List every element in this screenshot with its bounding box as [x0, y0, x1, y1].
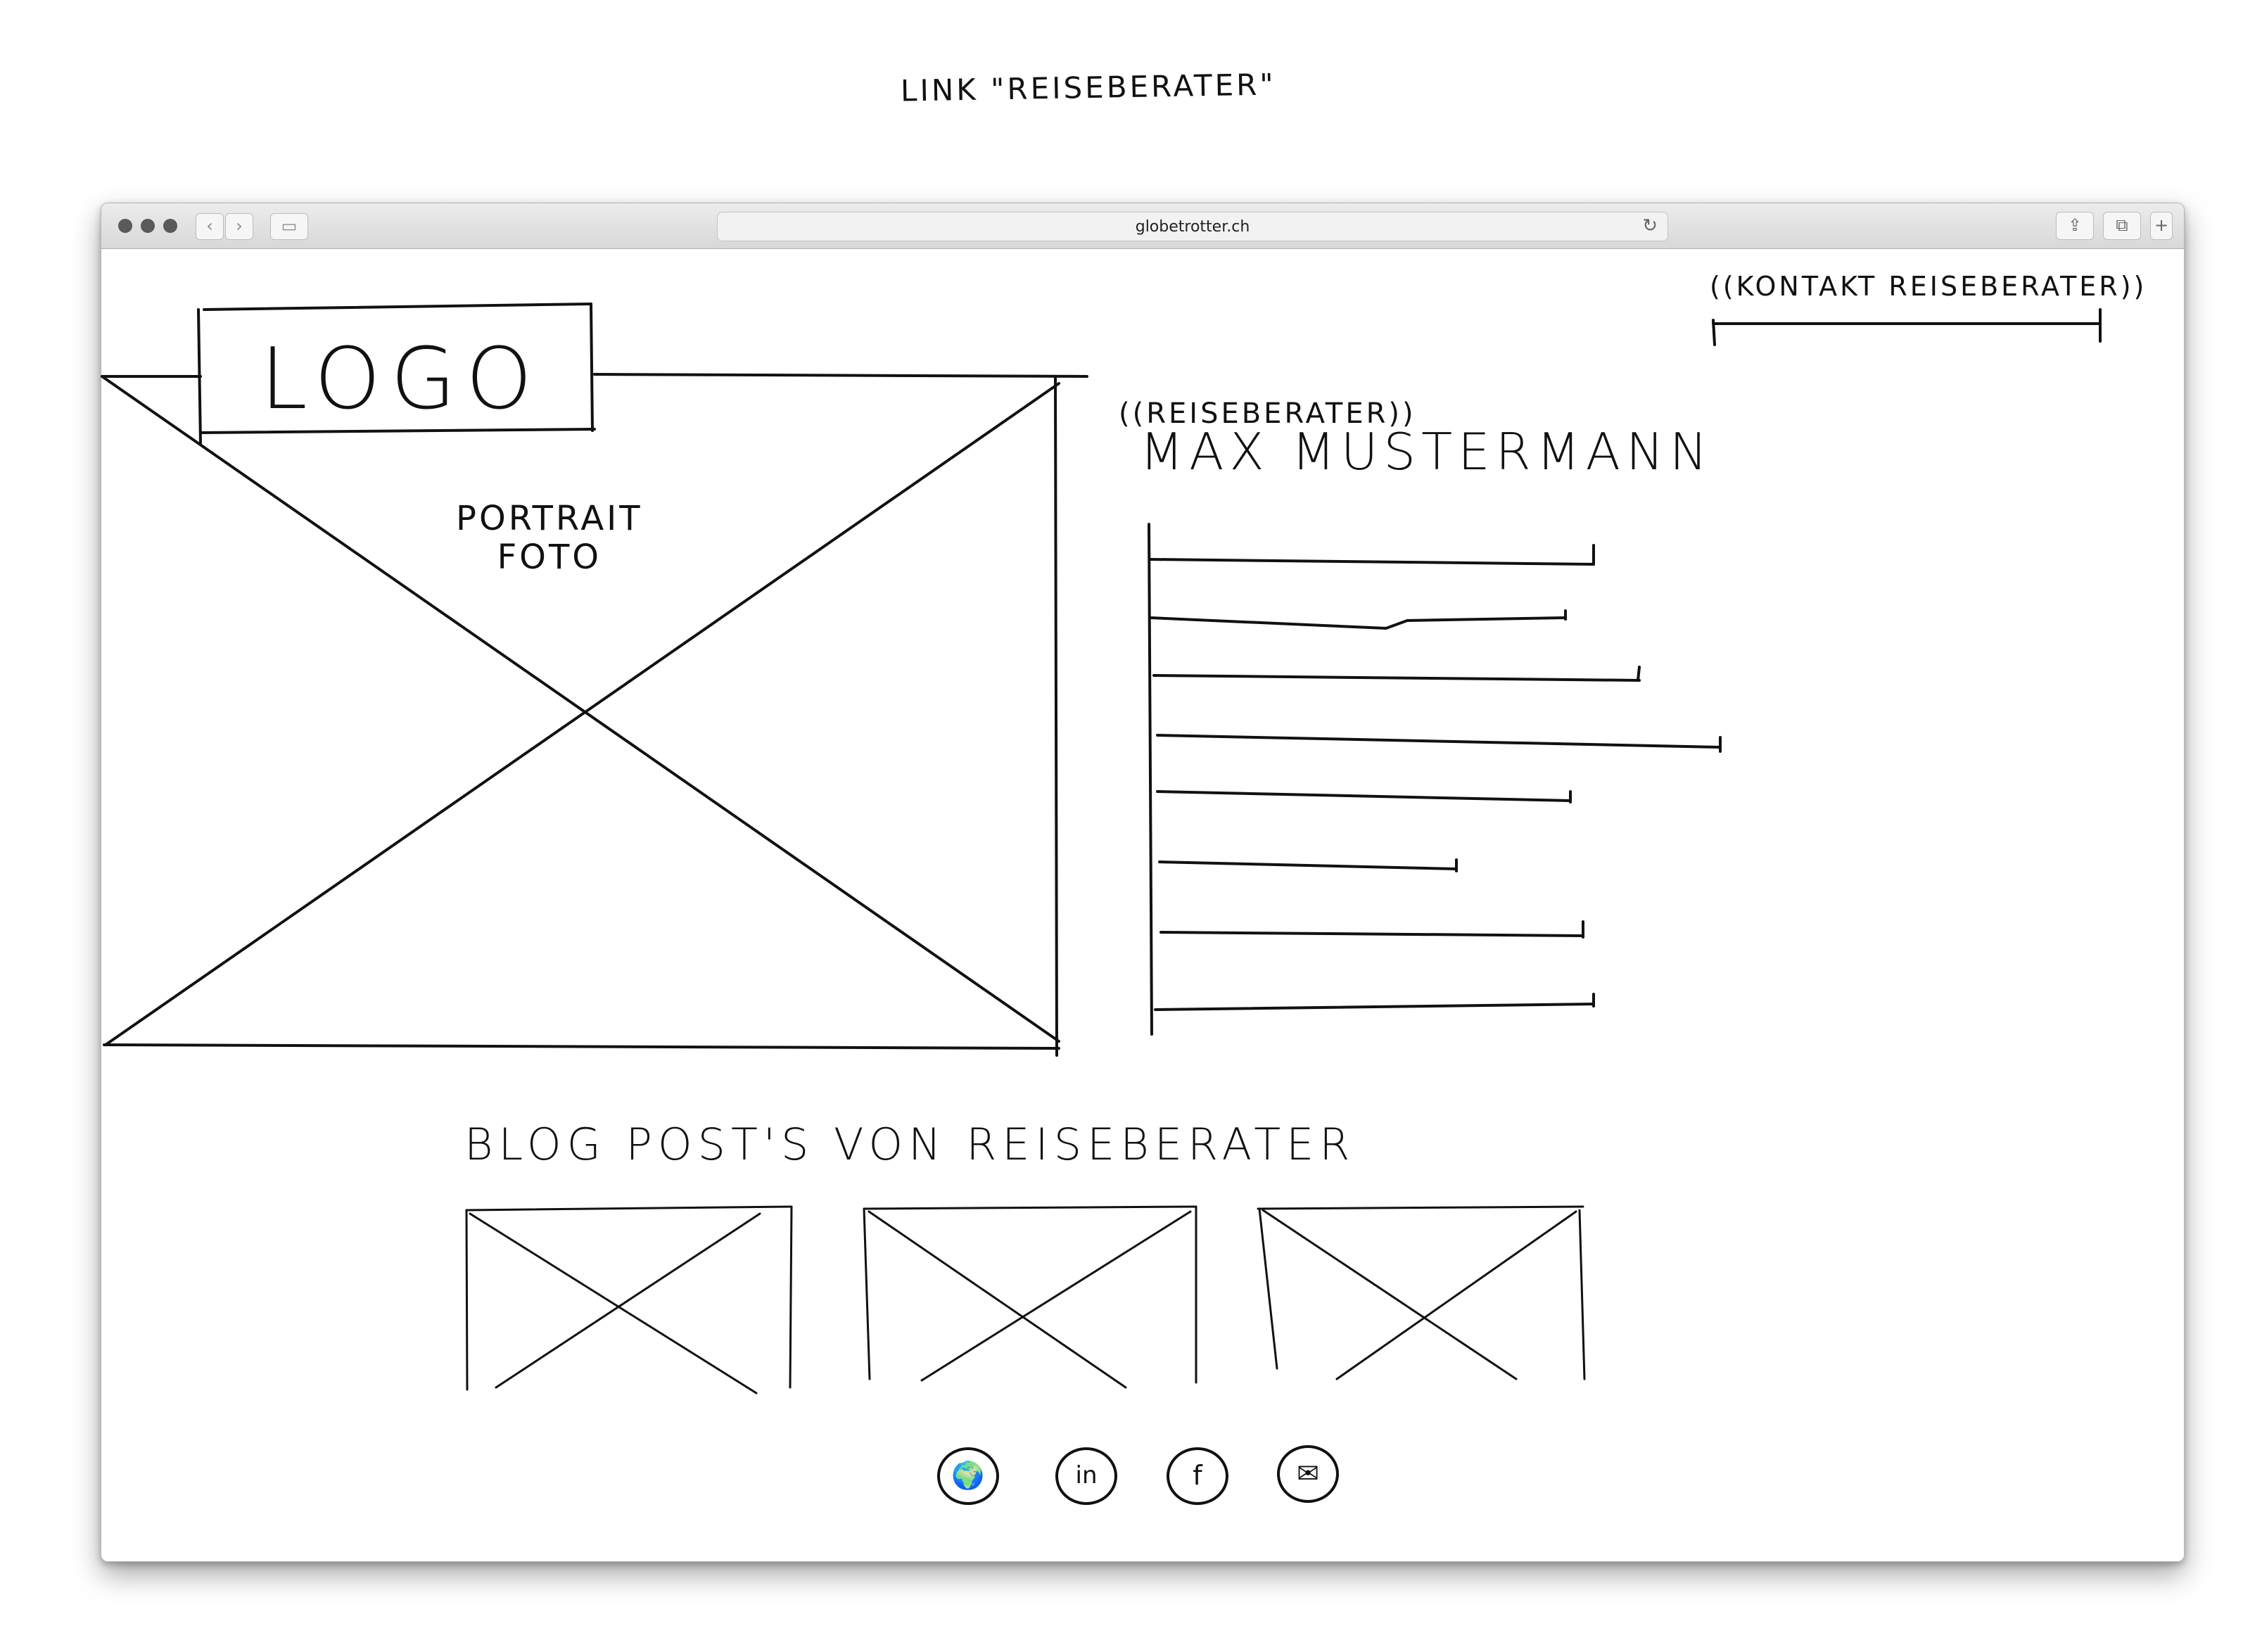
- reload-icon[interactable]: ↻: [1642, 215, 1658, 236]
- window-controls[interactable]: [118, 219, 177, 233]
- minimize-dot-icon[interactable]: [141, 219, 155, 233]
- portrait-label-line1: PORTRAIT: [456, 499, 643, 538]
- forward-button[interactable]: ›: [225, 213, 253, 240]
- linkedin-icon[interactable]: in: [1055, 1447, 1117, 1505]
- browser-toolbar: ‹ › ▭ globetrotter.ch ↻ ⇪ ⧉ +: [101, 203, 2184, 249]
- new-tab-button[interactable]: +: [2150, 212, 2173, 240]
- sidebar-toggle-button[interactable]: ▭: [270, 213, 308, 240]
- back-button[interactable]: ‹: [196, 213, 224, 240]
- annotation-link-note: LINK "REISEBERATER": [900, 67, 1277, 108]
- contact-advisor-link[interactable]: ((KONTAKT REISEBERATER)): [1710, 271, 2147, 302]
- advisor-name: MAX MUSTERMANN: [1140, 422, 1713, 481]
- portrait-label-line2: FOTO: [497, 538, 602, 578]
- portrait-photo-label: PORTRAIT FOTO: [456, 499, 643, 578]
- share-button[interactable]: ⇪: [2056, 212, 2094, 240]
- globe-icon[interactable]: 🌍: [937, 1447, 999, 1505]
- url-text: globetrotter.ch: [1135, 218, 1250, 236]
- close-dot-icon[interactable]: [118, 219, 132, 233]
- mail-icon[interactable]: ✉: [1277, 1445, 1339, 1503]
- address-bar[interactable]: globetrotter.ch ↻: [717, 212, 1668, 241]
- tabs-overview-button[interactable]: ⧉: [2103, 212, 2141, 240]
- advisor-tag: ((REISEBERATER)): [1119, 398, 1416, 430]
- zoom-dot-icon[interactable]: [163, 219, 177, 233]
- blog-heading: BLOG POST'S VON REISEBERATER: [464, 1119, 1356, 1170]
- facebook-icon[interactable]: f: [1167, 1447, 1228, 1505]
- logo[interactable]: LOGO: [260, 331, 542, 428]
